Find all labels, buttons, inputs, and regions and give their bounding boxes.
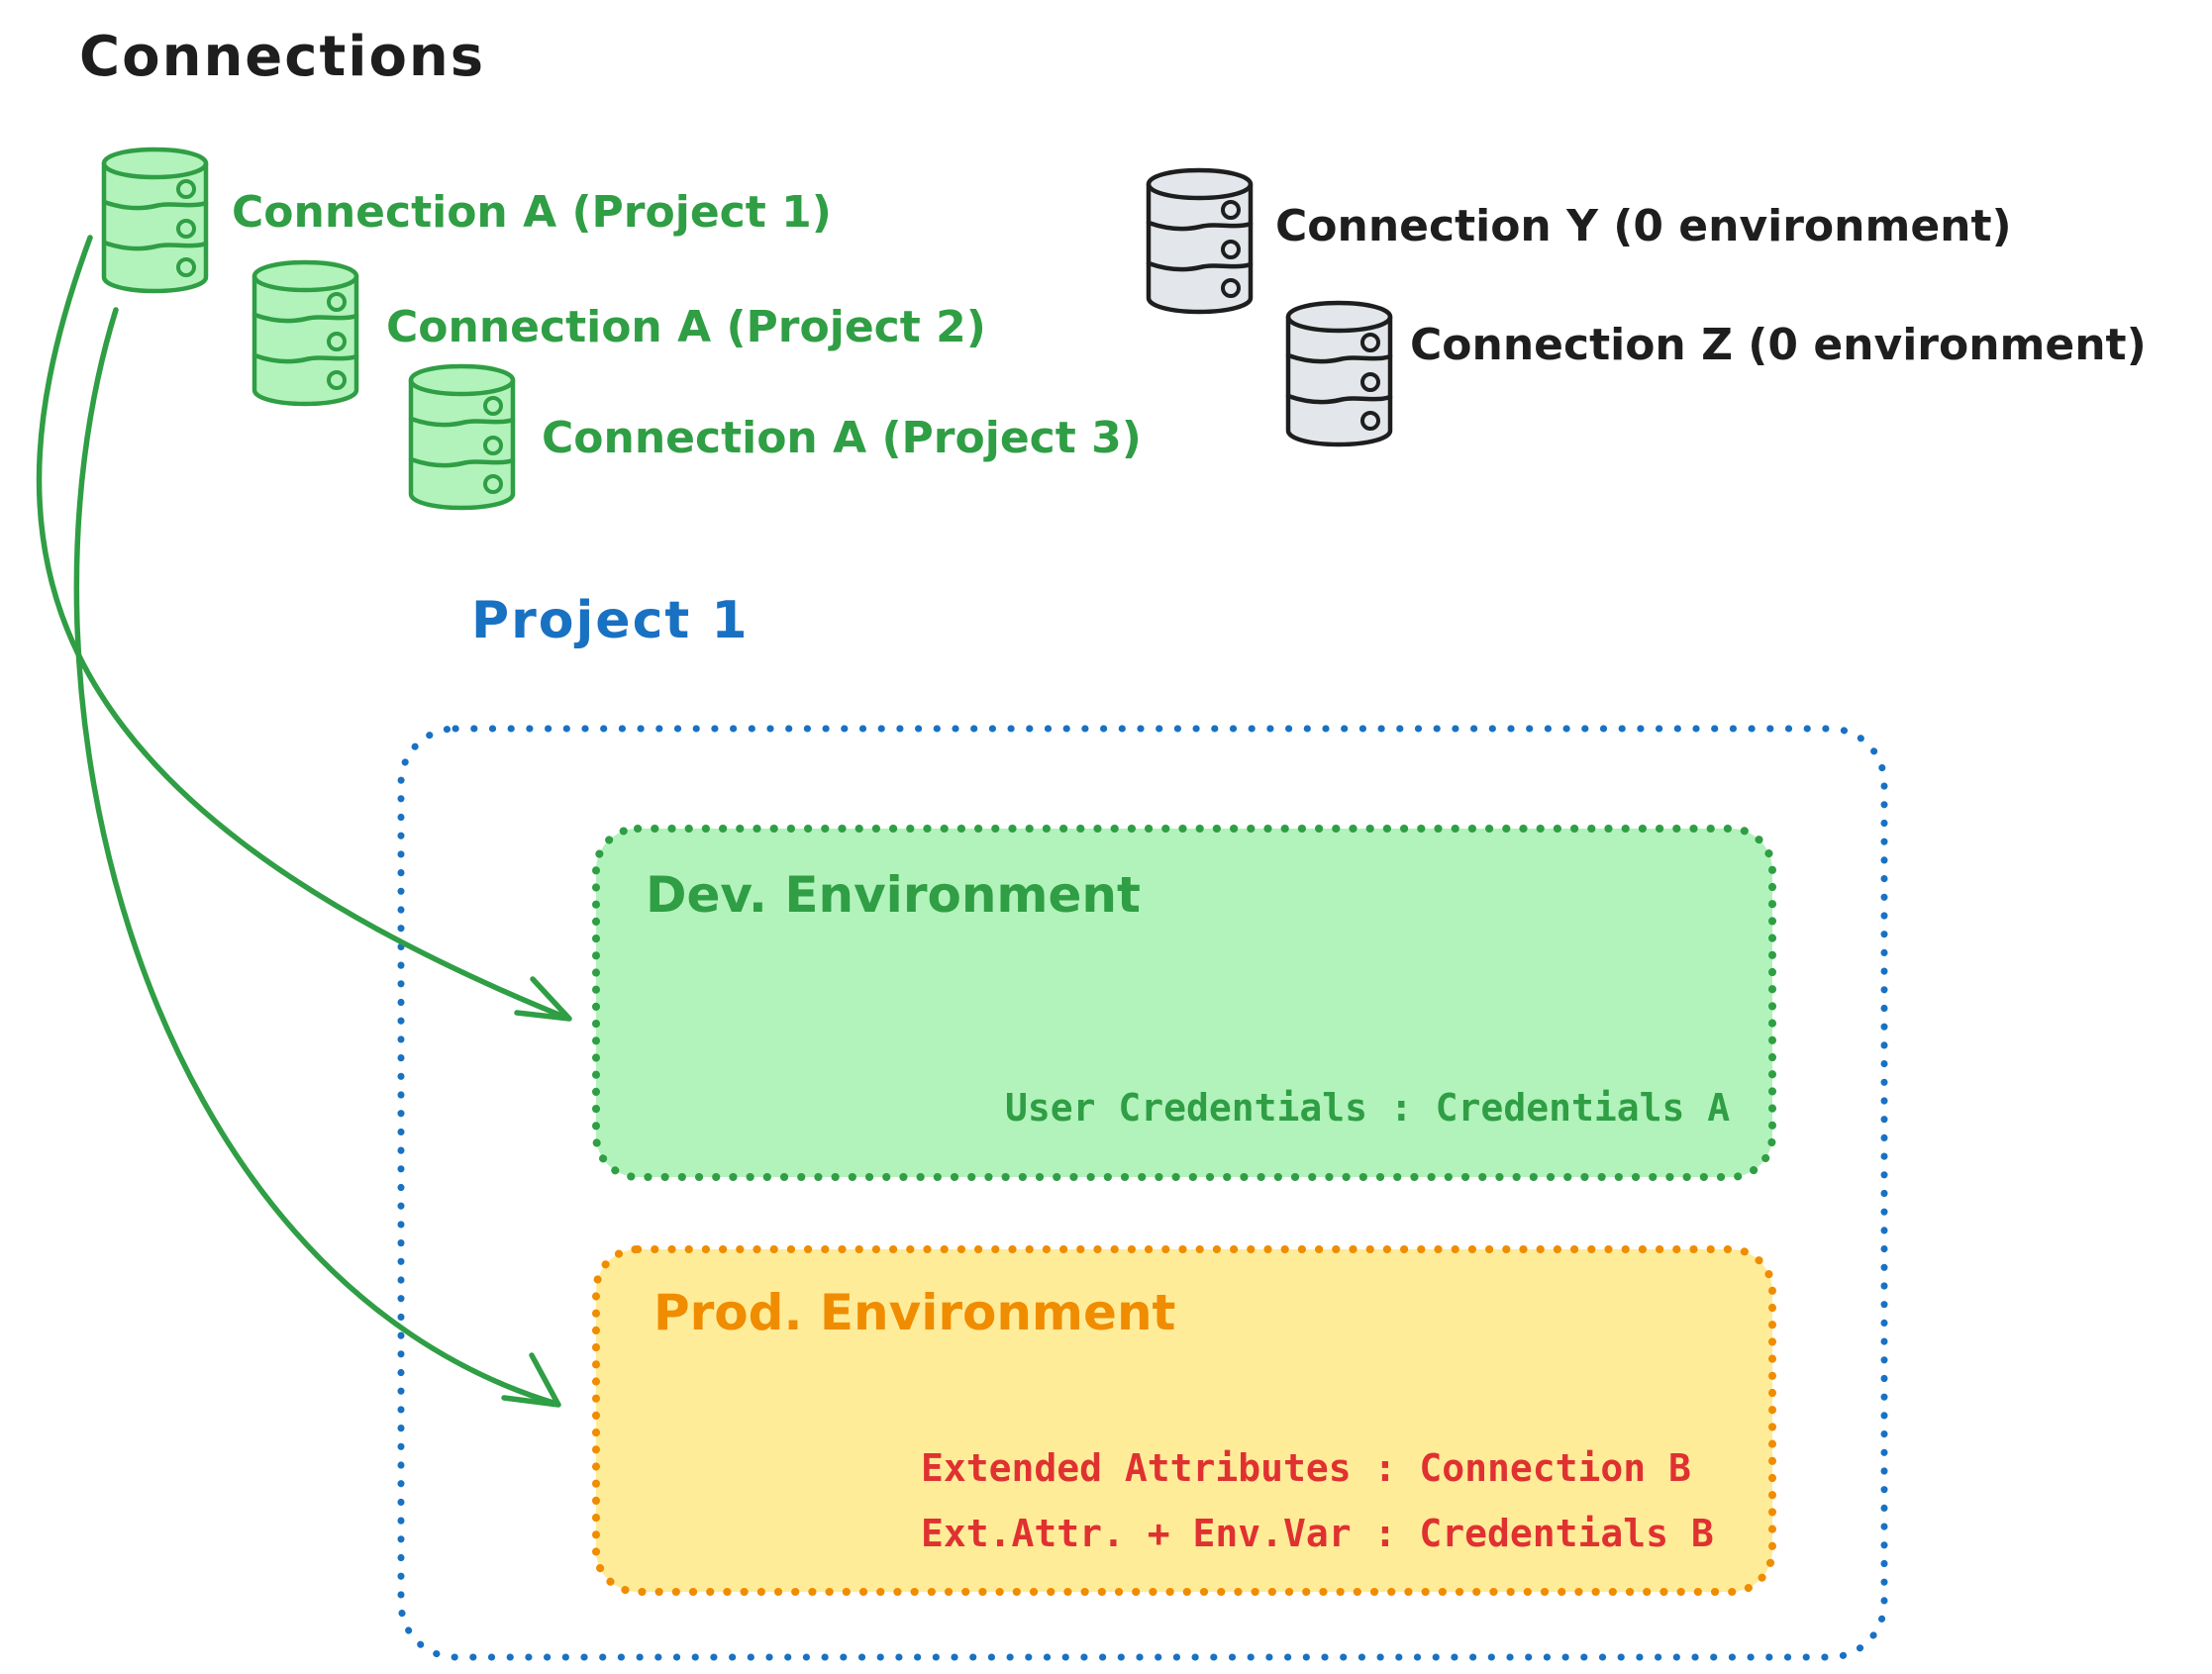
connection-a-project2-label: Connection A (Project 2) [386,302,986,352]
database-icon-connection-y [1149,168,1253,312]
project1-box [397,725,1888,1661]
diagram-title: Connections [79,25,486,89]
connection-a-project3-label: Connection A (Project 3) [542,413,1142,463]
connection-a-project1-label: Connection A (Project 1) [232,187,832,238]
database-icon-project3 [411,364,515,508]
arrow-to-prod-environment-icon [73,307,561,1408]
database-icon-connection-z [1288,301,1392,444]
connection-y-label: Connection Y (0 environment) [1275,201,2012,251]
dev-environment-box [592,825,1776,1181]
prod-attributes-line2: Ext.Attr. + Env.Var : Credentials B [921,1512,1714,1555]
prod-environment-box [592,1245,1776,1596]
prod-attributes-line1: Extended Attributes : Connection B [921,1446,1691,1490]
database-icon-project1 [104,148,208,291]
project1-title: Project 1 [471,591,750,650]
dev-environment-title: Dev. Environment [646,866,1141,924]
dev-credentials-text: User Credentials : Credentials A [1005,1086,1731,1130]
prod-environment-title: Prod. Environment [654,1284,1176,1341]
database-icon-project2 [254,260,358,404]
connection-z-label: Connection Z (0 environment) [1410,320,2147,370]
